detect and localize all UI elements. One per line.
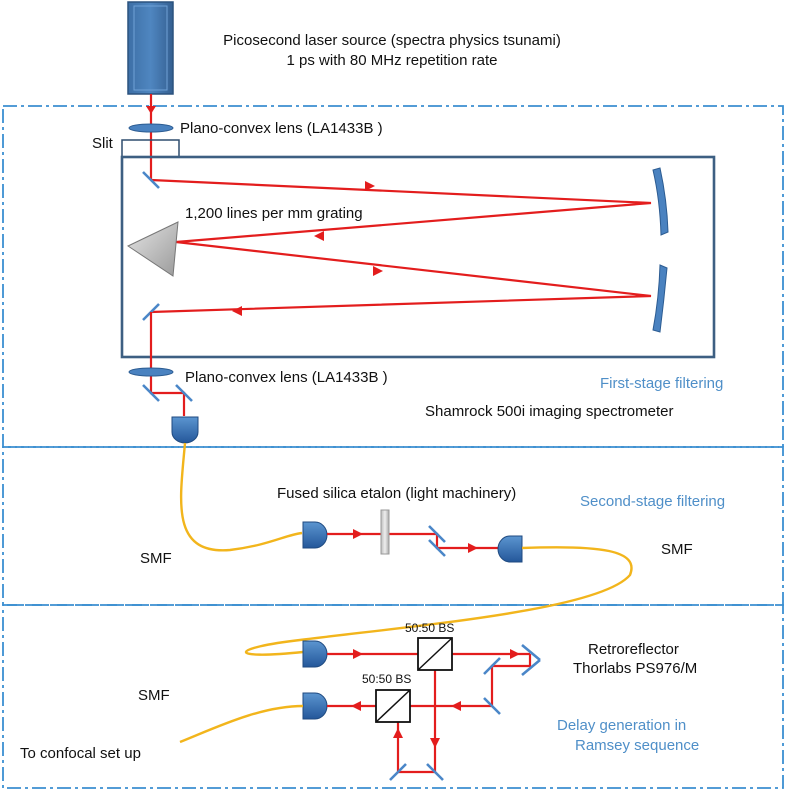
plano-convex-lens-top-icon — [128, 123, 174, 133]
third-stage-title-line2: Ramsey sequence — [575, 737, 699, 754]
second-stage-box — [2, 446, 784, 606]
retroreflector-label: Retroreflector — [588, 641, 679, 658]
fiber-coupler-4-icon — [302, 640, 328, 668]
delay-mirror-4-icon — [389, 763, 407, 781]
smf-left-label: SMF — [140, 550, 172, 567]
fiber-coupler-3-icon — [497, 535, 523, 563]
fiber-coupler-5-icon — [302, 692, 328, 720]
smf-output-label: SMF — [138, 687, 170, 704]
smf-right-label: SMF — [661, 541, 693, 558]
beam-arrow-2 — [314, 231, 324, 241]
beam-arrow-retro — [510, 649, 520, 659]
laser-source-icon — [127, 1, 174, 95]
fiber-stage2-to-stage3 — [245, 546, 633, 656]
beam-arrow-1 — [365, 181, 375, 191]
etalon-label: Fused silica etalon (light machinery) — [277, 485, 516, 502]
retroreflector-model: Thorlabs PS976/M — [573, 660, 697, 677]
delay-mirror-2-icon — [483, 697, 501, 715]
beam-splitter-bottom-icon — [375, 689, 411, 723]
spectrometer-input-mirror-icon — [142, 171, 160, 189]
third-stage-title-line1: Delay generation in — [557, 717, 686, 734]
beam-arrow-return — [451, 701, 461, 711]
beam-splitter-top-icon — [417, 637, 453, 671]
second-stage-title: Second-stage filtering — [580, 493, 725, 510]
plano-convex-lens-top-label: Plano-convex lens (LA1433B ) — [180, 120, 383, 137]
beam-arrow-3 — [373, 266, 383, 276]
beam-delay-loop — [396, 654, 437, 774]
beam-arrow-down — [146, 106, 156, 114]
beam-arrow-input — [353, 649, 363, 659]
grating-prism-icon — [126, 221, 179, 277]
fiber-stage1-to-stage2 — [179, 442, 303, 552]
grating-label: 1,200 lines per mm grating — [185, 205, 363, 222]
etalon-icon — [380, 509, 390, 555]
first-stage-box — [2, 105, 784, 448]
exit-mirror-1-icon — [142, 384, 160, 402]
beam-arrow-4 — [232, 306, 242, 316]
etalon-mirror-2-icon — [428, 539, 446, 557]
beam-arrow-etalon — [353, 529, 363, 539]
laser-source-spec: 1 ps with 80 MHz repetition rate — [287, 52, 498, 69]
exit-mirror-2-icon — [175, 384, 193, 402]
plano-convex-lens-bottom-label: Plano-convex lens (LA1433B ) — [185, 369, 388, 386]
third-stage-box — [2, 604, 784, 789]
beam-arrow-delay-up — [393, 728, 403, 738]
first-stage-title: First-stage filtering — [600, 375, 723, 392]
curved-mirror-bottom-icon — [652, 264, 668, 333]
beam-spectrometer-path — [150, 178, 652, 314]
beam-spectrometer-exit — [149, 312, 186, 416]
curved-mirror-top-icon — [652, 167, 669, 236]
confocal-output-label: To confocal set up — [20, 745, 141, 762]
slit-label: Slit — [92, 135, 114, 152]
beam-splitter-bottom-label: 50:50 BS — [362, 672, 411, 686]
fiber-coupler-2-icon — [302, 521, 328, 549]
spectrometer-label: Shamrock 500i imaging spectrometer — [425, 403, 673, 420]
beam-splitter-top-label: 50:50 BS — [405, 621, 454, 635]
spectrometer-box — [120, 155, 716, 359]
fiber-output — [179, 704, 304, 744]
beam-arrow-etalon-2 — [468, 543, 478, 553]
slit-icon — [121, 139, 180, 160]
delay-mirror-3-icon — [426, 763, 444, 781]
delay-mirror-1-icon — [483, 657, 501, 675]
fiber-coupler-1-icon — [171, 416, 199, 444]
plano-convex-lens-bottom-icon — [128, 367, 174, 377]
retroreflector-icon — [521, 644, 541, 676]
laser-source-label: Picosecond laser source (spectra physics… — [223, 32, 561, 49]
beam-arrow-output — [351, 701, 361, 711]
beam-arrow-delay-down — [430, 738, 440, 748]
etalon-mirror-1-icon — [428, 525, 446, 543]
